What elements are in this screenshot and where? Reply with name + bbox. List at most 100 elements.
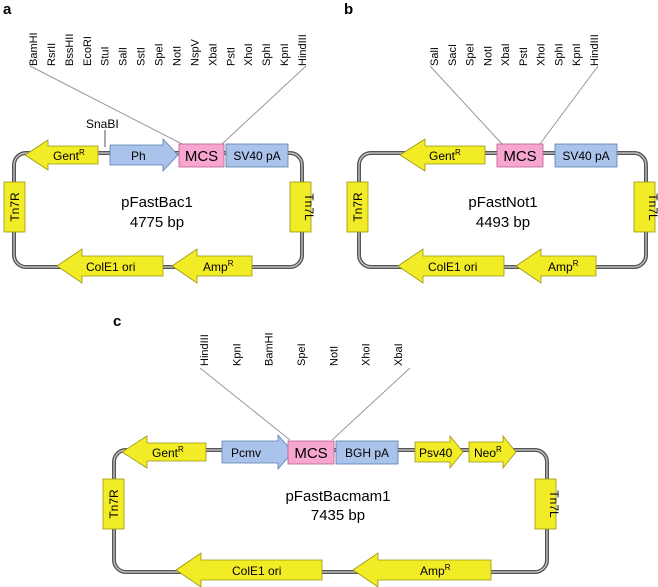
fan-line-right-b	[539, 65, 599, 145]
site-label: NotI	[172, 46, 184, 66]
site-label: XbaI	[207, 43, 219, 66]
site-label: BssHII	[64, 34, 76, 66]
fan-line-right-a	[221, 65, 307, 145]
panel-b: b SalI SacI SpeI NotI XbaI PstI XhoI SphI KpnI Hi…	[344, 1, 658, 284]
tn7l-label-c: Tn7L	[547, 490, 561, 518]
cole1-label-c: ColE1 ori	[232, 564, 281, 578]
site-label: SpeI	[296, 343, 308, 366]
amp-label-c: AmpR	[420, 563, 451, 578]
tn7r-label-b: Tn7R	[351, 192, 365, 222]
gent-arrow-c	[121, 435, 207, 469]
plasmid-size-a: 4775 bp	[130, 214, 184, 231]
fan-line-left-b	[429, 65, 503, 145]
plasmid-size-b: 4493 bp	[476, 214, 530, 231]
site-label: BamHI	[264, 332, 276, 366]
site-label: PstI	[225, 47, 237, 66]
fan-line-right-c	[331, 367, 411, 441]
polya-label-c: BGH pA	[345, 446, 389, 460]
plasmid-name-c: pFastBacmam1	[285, 488, 390, 505]
fan-line-left-c	[199, 367, 291, 441]
cole1-arrow-c	[175, 552, 323, 587]
site-label: SstI	[136, 47, 148, 66]
gent-arrow-a	[24, 139, 99, 171]
site-label: PstI	[518, 47, 530, 66]
tn7l-box-a	[289, 181, 312, 233]
plasmid-name-a: pFastBac1	[121, 194, 193, 211]
site-label: XhoI	[536, 43, 548, 66]
site-label: XhoI	[243, 43, 255, 66]
site-label: SphI	[553, 43, 565, 66]
polya-label-b: SV40 pA	[562, 149, 609, 163]
panel-letter-a: a	[3, 1, 12, 18]
polya-box-c	[335, 440, 399, 465]
mcs-box-b	[496, 143, 544, 168]
site-label: NotI	[328, 346, 340, 366]
site-label: XbaI	[500, 43, 512, 66]
mcs-label-a: MCS	[185, 148, 218, 165]
site-label: KpnI	[571, 43, 583, 66]
site-label: SalI	[429, 47, 441, 66]
psv40-arrow-c	[414, 434, 464, 470]
site-labels-c: HindIII KpnI BamHI SpeI NotI XhoI XbaI	[199, 332, 405, 366]
tn7r-box-b	[346, 181, 369, 233]
tn7r-box-a	[3, 181, 26, 233]
cole1-arrow-b	[397, 248, 505, 284]
site-label: SacI	[447, 44, 459, 66]
site-label: NotI	[482, 46, 494, 66]
promoter-label-a: Ph	[131, 149, 146, 163]
amp-label-a: AmpR	[203, 259, 234, 274]
gent-label-a: GentR	[53, 148, 85, 163]
amp-label-b: AmpR	[548, 259, 579, 274]
tn7l-label-a: Tn7L	[302, 193, 316, 221]
site-label: BamHI	[28, 32, 40, 66]
site-label: KpnI	[279, 43, 291, 66]
amp-arrow-a	[171, 248, 253, 284]
promoter-label-c: Pcmv	[231, 446, 261, 460]
promoter-arrow-c	[221, 433, 294, 471]
site-label: StuI	[100, 46, 112, 66]
site-label: HindIII	[589, 34, 601, 66]
site-label: KpnI	[231, 343, 243, 366]
site-label: XhoI	[361, 343, 373, 366]
panel-c: c HindIII KpnI BamHI SpeI NotI XhoI XbaI GentR…	[102, 313, 561, 587]
site-label: XbaI	[393, 343, 405, 366]
mcs-label-c: MCS	[294, 445, 327, 462]
snabi-label: SnaBI	[86, 117, 119, 131]
polya-label-a: SV40 pA	[233, 149, 280, 163]
site-label: SpeI	[465, 43, 477, 66]
fan-line-left-a	[29, 65, 183, 145]
panel-letter-c: c	[113, 313, 121, 330]
site-label: SphI	[261, 43, 273, 66]
gent-label-b: GentR	[429, 148, 461, 163]
tn7r-box-c	[102, 478, 125, 530]
gent-label-c: GentR	[152, 445, 184, 460]
tn7l-box-b	[633, 181, 656, 233]
psv40-label-c: Psv40	[419, 446, 453, 460]
site-label: EcoRI	[82, 36, 94, 66]
site-label: HindIII	[297, 34, 309, 66]
plasmid-size-c: 7435 bp	[311, 507, 365, 524]
site-label: HindIII	[199, 334, 211, 366]
site-label: NspV	[189, 38, 201, 66]
site-labels-b: SalI SacI SpeI NotI XbaI PstI XhoI SphI KpnI Hind…	[429, 34, 601, 66]
amp-arrow-b	[515, 248, 597, 284]
neo-label-c: NeoR	[474, 445, 502, 460]
cole1-arrow-a	[56, 248, 164, 284]
promoter-arrow-a	[109, 137, 179, 173]
tn7r-label-c: Tn7R	[107, 489, 121, 519]
panel-letter-b: b	[344, 1, 353, 18]
mcs-label-b: MCS	[503, 148, 536, 165]
tn7r-label-a: Tn7R	[8, 192, 22, 222]
plasmid-name-b: pFastNot1	[468, 194, 537, 211]
polya-box-a	[225, 143, 289, 168]
amp-arrow-c	[352, 552, 492, 587]
site-label: RsrII	[46, 43, 58, 66]
tn7l-label-b: Tn7L	[646, 193, 658, 221]
gent-arrow-b	[399, 138, 486, 172]
site-label: SalI	[118, 47, 130, 66]
tn7l-box-c	[534, 478, 557, 530]
neo-arrow-c	[468, 434, 517, 470]
